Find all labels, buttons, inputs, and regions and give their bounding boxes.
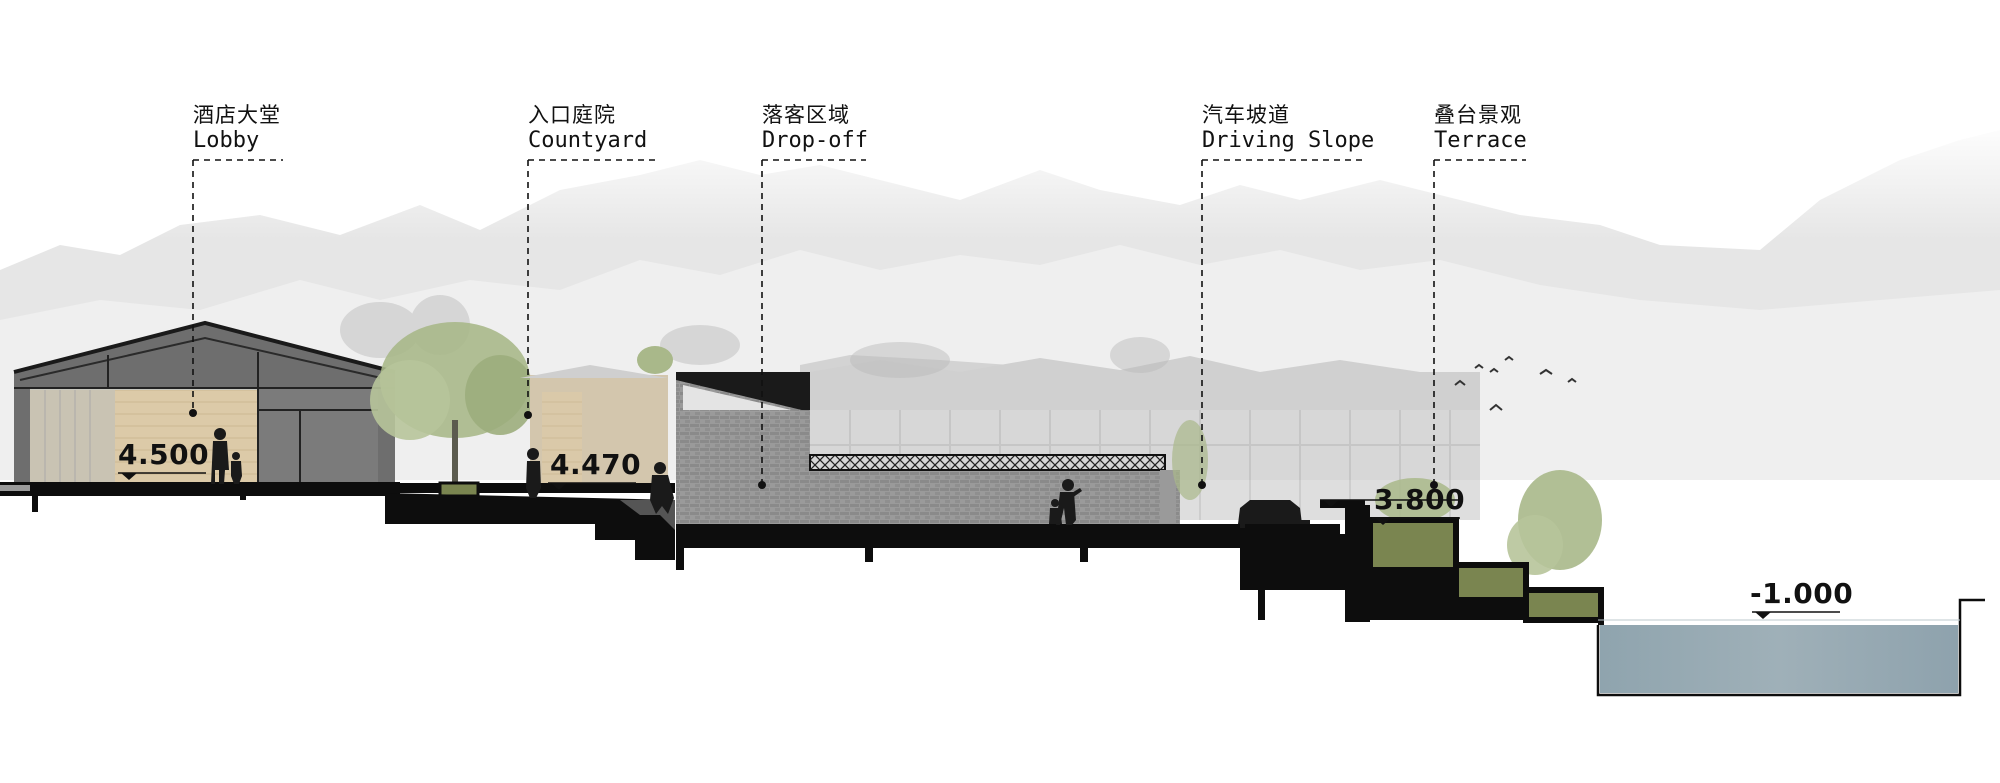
label-terrace-en: Terrace	[1434, 127, 1527, 153]
label-dropoff-en: Drop-off	[762, 127, 868, 153]
leader-lines	[192, 159, 1526, 485]
elevation-water: -1.000	[1750, 577, 1854, 610]
water-pond	[1596, 598, 1985, 697]
label-slope: 汽车坡道 Driving Slope	[1202, 103, 1374, 154]
terrace	[1367, 470, 1604, 625]
elevation-lobby: 4.500	[118, 438, 210, 471]
people-silhouettes	[1049, 479, 1082, 525]
label-slope-zh: 汽车坡道	[1202, 103, 1290, 127]
people-silhouettes	[526, 448, 674, 514]
label-lobby: 酒店大堂 Lobby	[193, 103, 281, 154]
label-terrace-zh: 叠台景观	[1434, 103, 1522, 127]
label-courtyard-en: Countyard	[528, 127, 648, 153]
driving-slope	[1172, 420, 1370, 622]
label-dropoff: 落客区域 Drop-off	[762, 103, 868, 154]
leader-dots	[189, 409, 1438, 489]
elevation-slope: 3.800	[1374, 483, 1466, 516]
label-courtyard-zh: 入口庭院	[528, 103, 616, 127]
label-lobby-en: Lobby	[193, 127, 260, 153]
drop-off-building	[676, 372, 1245, 570]
elevation-courtyard: 4.470	[550, 448, 642, 481]
label-dropoff-zh: 落客区域	[762, 103, 850, 127]
elevation-markers	[118, 472, 1840, 619]
label-terrace: 叠台景观 Terrace	[1434, 103, 1527, 154]
label-courtyard: 入口庭院 Countyard	[528, 103, 647, 154]
birds	[1454, 355, 1577, 411]
label-slope-en: Driving Slope	[1202, 127, 1375, 153]
people-silhouettes	[211, 428, 242, 484]
label-lobby-zh: 酒店大堂	[193, 103, 281, 127]
